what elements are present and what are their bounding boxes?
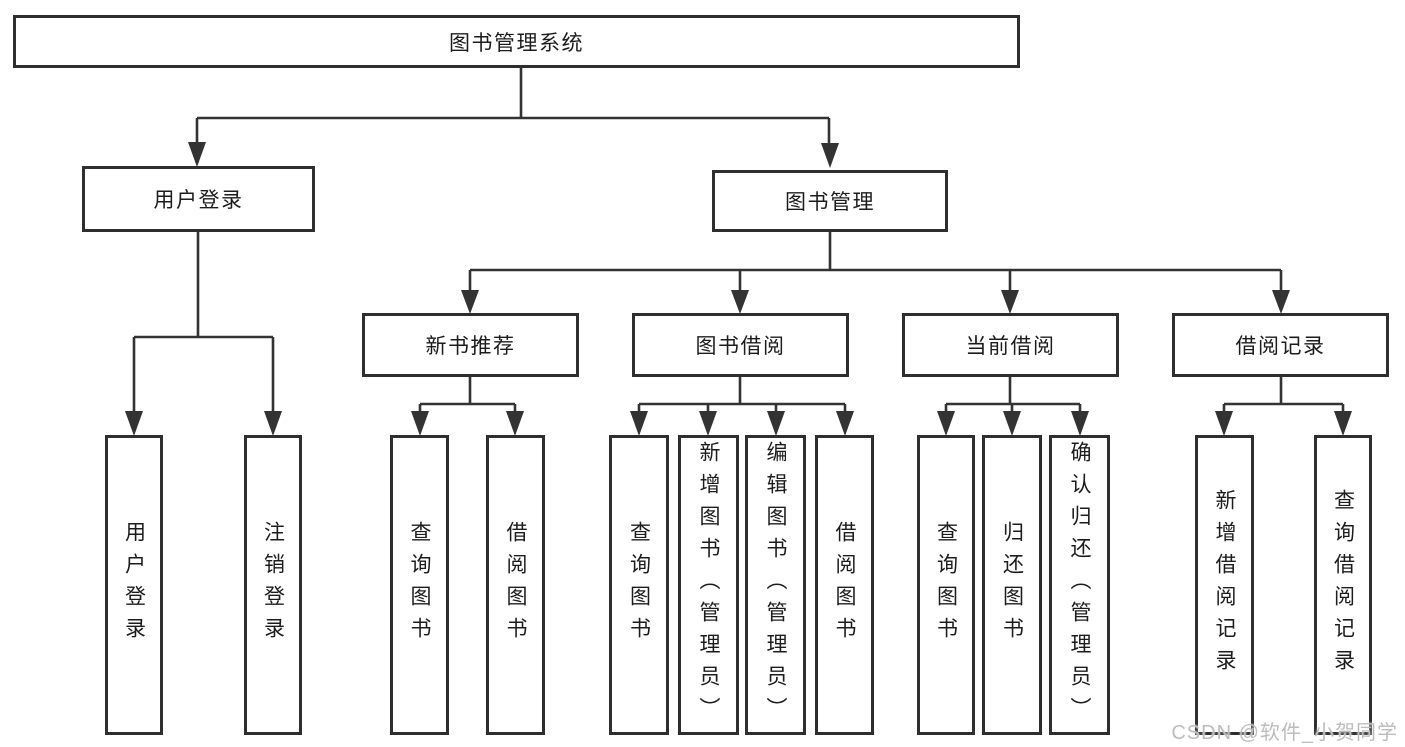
node-leaf-current-query-books: 查询图书 bbox=[917, 435, 975, 735]
node-leaf-borrow-query-books: 查询图书 bbox=[609, 435, 669, 735]
node-label: 查询图书 bbox=[408, 521, 431, 649]
node-label: 新增借阅记录 bbox=[1213, 489, 1236, 681]
node-label: 查询图书 bbox=[934, 521, 958, 649]
node-label: 注销登录 bbox=[261, 521, 285, 649]
node-label: 借阅图书 bbox=[833, 521, 856, 649]
node-label: 查询图书 bbox=[627, 521, 651, 649]
node-label: 新增图书（管理员） bbox=[697, 441, 720, 729]
node-leaf-newbooks-borrow-books: 借阅图书 bbox=[486, 435, 545, 735]
node-label: 查询借阅记录 bbox=[1331, 489, 1355, 681]
node-current-borrowing: 当前借阅 bbox=[902, 313, 1119, 377]
node-user-login-group: 用户登录 bbox=[82, 166, 315, 232]
node-leaf-records-query-record: 查询借阅记录 bbox=[1314, 435, 1372, 735]
node-leaf-current-confirm-return-admin: 确认归还（管理员） bbox=[1049, 435, 1110, 735]
node-label: 确认归还（管理员） bbox=[1068, 441, 1091, 729]
node-label: 归还图书 bbox=[1000, 521, 1024, 649]
csdn-watermark: CSDN @软件_小贺同学 bbox=[1171, 722, 1398, 744]
node-leaf-user-login: 用户登录 bbox=[105, 435, 163, 735]
node-label: 用户登录 bbox=[122, 521, 146, 649]
node-leaf-newbooks-query-books: 查询图书 bbox=[390, 435, 449, 735]
node-leaf-borrow-borrow-books: 借阅图书 bbox=[815, 435, 874, 735]
node-leaf-records-add-record: 新增借阅记录 bbox=[1195, 435, 1254, 735]
node-leaf-borrow-edit-books-admin: 编辑图书（管理员） bbox=[745, 435, 806, 735]
node-borrowing-records: 借阅记录 bbox=[1172, 313, 1389, 377]
node-leaf-logout: 注销登录 bbox=[244, 435, 302, 735]
node-root: 图书管理系统 bbox=[13, 15, 1020, 68]
node-leaf-borrow-add-books-admin: 新增图书（管理员） bbox=[678, 435, 739, 735]
node-label: 借阅图书 bbox=[504, 521, 527, 649]
node-leaf-current-return-books: 归还图书 bbox=[982, 435, 1042, 735]
node-book-borrowing: 图书借阅 bbox=[632, 313, 849, 377]
node-book-management: 图书管理 bbox=[712, 170, 948, 232]
node-new-book-recommend: 新书推荐 bbox=[362, 313, 579, 377]
node-label: 编辑图书（管理员） bbox=[764, 441, 787, 729]
